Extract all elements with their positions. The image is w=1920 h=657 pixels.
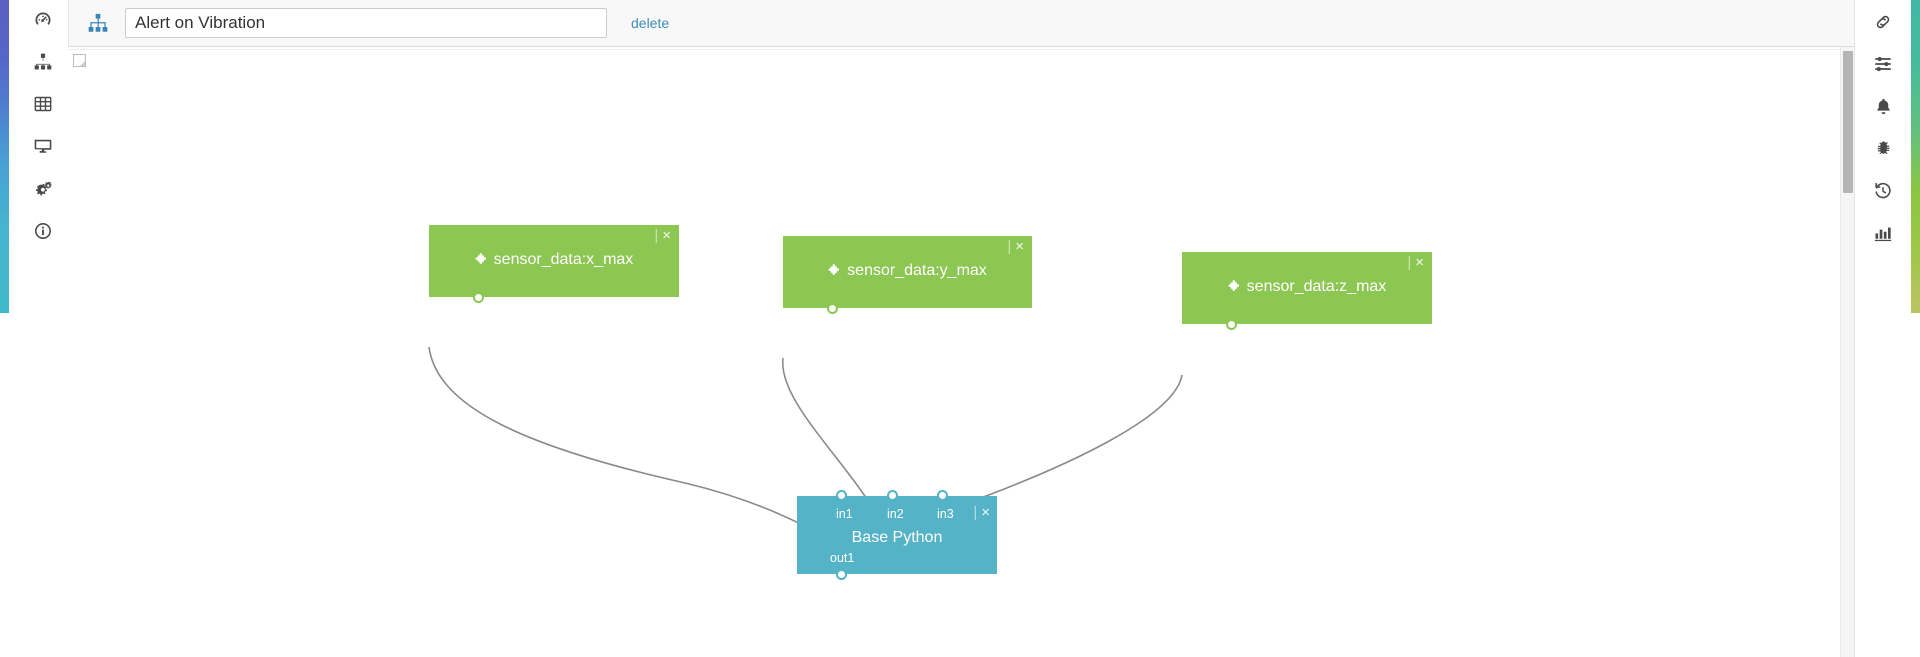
tool-item-properties[interactable]	[1862, 48, 1904, 80]
input-port-in3[interactable]	[937, 490, 948, 501]
input-port-in1[interactable]	[836, 490, 847, 501]
input-port-label-in1: in1	[836, 507, 853, 521]
node-label: sensor_data:z_max	[1246, 278, 1387, 295]
node-sensor-data-x-max[interactable]: |× sensor_data:x_max	[429, 225, 679, 303]
sidebar-item-dashboard[interactable]	[18, 4, 68, 36]
output-port-label-out1: out1	[830, 551, 855, 565]
sidebar-item-settings[interactable]	[18, 173, 68, 205]
gauge-icon	[33, 10, 53, 30]
sitemap-icon	[33, 52, 53, 72]
node-title: sensor_data:x_max	[429, 251, 679, 271]
scrollbar-thumb[interactable]	[1843, 51, 1853, 193]
history-undo-icon	[1873, 181, 1893, 201]
input-port-label-in3: in3	[937, 507, 954, 521]
workflow-toolbar: delete	[68, 0, 1854, 47]
bug-icon	[1874, 139, 1893, 158]
left-nav-rail-body	[9, 0, 68, 657]
node-title: Base Python	[851, 529, 943, 546]
node-title: sensor_data:z_max	[1182, 278, 1432, 298]
puzzle-piece-icon	[1228, 279, 1242, 298]
node-close-icon[interactable]: |×	[973, 504, 991, 521]
left-nav-rail	[0, 0, 68, 657]
node-output-port[interactable]	[1226, 319, 1237, 330]
node-sensor-data-y-max[interactable]: |× sensor_data:y_max	[783, 236, 1032, 314]
input-port-in2[interactable]	[887, 490, 898, 501]
node-label: sensor_data:y_max	[847, 262, 987, 279]
tool-item-history[interactable]	[1862, 175, 1904, 207]
sidebar-item-devices[interactable]	[18, 130, 68, 162]
tool-item-analytics[interactable]	[1862, 217, 1904, 249]
sidebar-item-info[interactable]	[18, 215, 68, 247]
table-grid-icon	[33, 94, 53, 114]
input-port-label-in2: in2	[887, 507, 904, 521]
canvas-vertical-scrollbar[interactable]	[1840, 47, 1854, 657]
node-base-python[interactable]: |× in1 in2 in3 Base Python out1	[797, 490, 997, 580]
workflow-name-input[interactable]	[125, 8, 607, 38]
delete-workflow-link[interactable]: delete	[631, 15, 670, 31]
node-close-icon[interactable]: |×	[1007, 238, 1025, 255]
tool-item-alerts[interactable]	[1862, 90, 1904, 122]
workflow-canvas[interactable]: |× sensor_data:x_max |× sensor_data:y_ma…	[64, 47, 1854, 657]
gears-icon	[33, 179, 54, 200]
sidebar-item-workflows[interactable]	[18, 46, 68, 78]
right-accent-gradient	[1911, 0, 1920, 313]
node-sensor-data-z-max[interactable]: |× sensor_data:z_max	[1182, 252, 1432, 330]
info-circle-icon	[33, 221, 53, 241]
left-accent-gradient	[0, 0, 9, 313]
sidebar-item-tables[interactable]	[18, 88, 68, 120]
node-title: sensor_data:y_max	[783, 262, 1032, 282]
monitor-icon	[33, 136, 53, 156]
right-tool-rail	[1854, 0, 1920, 657]
node-close-icon[interactable]: |×	[1407, 254, 1425, 271]
bar-chart-icon	[1873, 223, 1893, 243]
sliders-icon	[1873, 54, 1893, 74]
bell-icon	[1874, 97, 1893, 116]
node-close-icon[interactable]: |×	[654, 227, 672, 244]
node-output-port[interactable]	[827, 303, 838, 314]
sitemap-icon	[83, 8, 113, 38]
output-port-out1[interactable]	[836, 569, 847, 580]
link-chain-icon	[1873, 12, 1893, 32]
node-output-port[interactable]	[473, 292, 484, 303]
puzzle-piece-icon	[828, 263, 842, 282]
node-label: sensor_data:x_max	[493, 251, 634, 268]
canvas-resize-handle[interactable]	[73, 54, 86, 67]
tool-item-debug[interactable]	[1862, 132, 1904, 164]
tool-item-links[interactable]	[1862, 6, 1904, 38]
puzzle-piece-icon	[475, 252, 489, 271]
